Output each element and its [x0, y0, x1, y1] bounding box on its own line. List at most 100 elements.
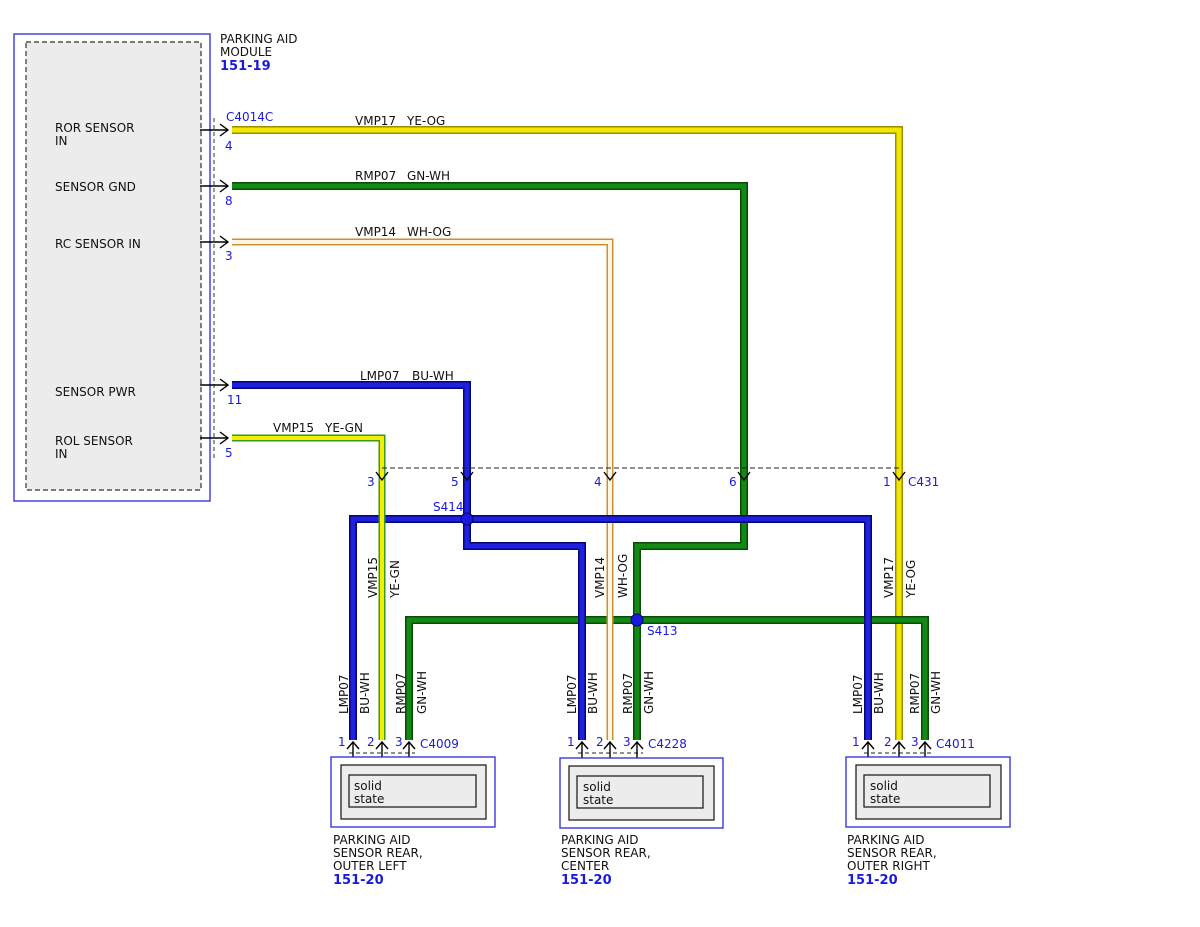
- wire-lmp07-circuit-right: LMP07: [851, 674, 865, 714]
- pin-label-ror-sensor-line2: IN: [55, 134, 68, 148]
- c431-arrows: [375, 471, 906, 482]
- wire-lmp07-fill: [232, 382, 585, 740]
- c4009-name: C4009: [420, 737, 459, 751]
- wire-vmp17-circuit-vertical: VMP17: [882, 557, 896, 598]
- splice-s414-label: S414: [433, 500, 464, 514]
- wire-rmp07-color-right: GN-WH: [929, 671, 943, 714]
- wire-lmp07-branch-fill: [350, 516, 871, 740]
- pin-label-sensor-gnd: SENSOR GND: [55, 180, 136, 194]
- wire-rmp07-color: GN-WH: [407, 169, 450, 183]
- wire-vmp15-circuit: VMP15: [273, 421, 314, 435]
- c4011-pin-2: 2: [884, 735, 892, 749]
- sensor-right-body-line2: state: [870, 792, 900, 806]
- c4011-pin-3: 3: [911, 735, 919, 749]
- c431-pin-1: 1: [883, 475, 891, 489]
- sensor-center-body-line1: solid: [583, 780, 611, 794]
- wire-vmp15-fill: [232, 436, 384, 740]
- module-pin-3: 3: [225, 249, 233, 263]
- wire-rmp07-branch-edge: [405, 616, 929, 740]
- c4228-pin-3: 3: [623, 735, 631, 749]
- wire-vmp14-circuit: VMP14: [355, 225, 396, 239]
- sensor-outer-right: 1 2 3 C4011 solid state PARKING AID SENS…: [845, 735, 1011, 888]
- sensor-right-body-line1: solid: [870, 779, 898, 793]
- wire-vmp15-circuit-vertical: VMP15: [366, 557, 380, 598]
- wire-vmp15-color-vertical: YE-GN: [388, 560, 402, 599]
- module-pin-arrows: [200, 123, 230, 445]
- wire-rmp07-color-left: GN-WH: [415, 671, 429, 714]
- sensor-left-solid-state: [348, 774, 477, 808]
- module-body: [25, 41, 202, 491]
- wire-vmp14-edge: [232, 238, 614, 740]
- wire-lmp07-circuit: LMP07: [360, 369, 400, 383]
- wire-rmp07-branch-fill: [406, 617, 928, 740]
- sensor-right-solid-state: [863, 774, 991, 808]
- c4228-pin-2: 2: [596, 735, 604, 749]
- pin-label-rc-sensor-in: RC SENSOR IN: [55, 237, 141, 251]
- inline-connector-c431: 3 5 4 6 1 C431: [367, 467, 939, 489]
- module-pin-11: 11: [227, 393, 242, 407]
- sensor-center-name-line3: CENTER: [561, 859, 609, 873]
- sensor-left-code: 151-20: [333, 873, 384, 888]
- wire-vmp17-color-vertical: YE-OG: [904, 560, 918, 599]
- wire-lmp07-color-left: BU-WH: [358, 672, 372, 714]
- c4228-pin-1: 1: [567, 735, 575, 749]
- wire-vmp14-color-vertical: WH-OG: [616, 554, 630, 598]
- wire-lmp07: LMP07 BU-WH LMP07 BU-WH LMP07 BU-WH LMP0…: [232, 369, 886, 740]
- sensor-left-name-line3: OUTER LEFT: [333, 859, 407, 873]
- sensor-center-body-line2: state: [583, 793, 613, 807]
- sensor-center-solid-state: [576, 775, 704, 809]
- c4009-pin-1: 1: [338, 735, 346, 749]
- pin-label-rol-sensor-line2: IN: [55, 447, 68, 461]
- c431-name: C431: [908, 475, 939, 489]
- wire-rmp07-circuit-left: RMP07: [394, 673, 408, 714]
- wire-rmp07-circuit: RMP07: [355, 169, 396, 183]
- wire-vmp14-color: WH-OG: [407, 225, 451, 239]
- sensor-left-name-line2: SENSOR REAR,: [333, 846, 423, 860]
- wire-rmp07-color-center: GN-WH: [642, 671, 656, 714]
- splice-s414-dot: [460, 512, 474, 526]
- wire-rmp07-fill: [232, 183, 747, 740]
- wire-vmp17: VMP17 YE-OG VMP17 YE-OG: [232, 114, 918, 740]
- parking-aid-module: PARKING AID MODULE 151-19 ROR SENSOR IN …: [13, 32, 298, 502]
- wire-rmp07-circuit-center: RMP07: [621, 673, 635, 714]
- module-title-line1: PARKING AID: [220, 32, 298, 46]
- splice-s413-dot: [630, 613, 644, 627]
- sensor-left-body-line1: solid: [354, 779, 382, 793]
- c431-pin-5: 5: [451, 475, 459, 489]
- wire-lmp07-circuit-left: LMP07: [337, 674, 351, 714]
- c431-pin-3: 3: [367, 475, 375, 489]
- module-title-line2: MODULE: [220, 45, 272, 59]
- wire-vmp14-circuit-vertical: VMP14: [593, 557, 607, 598]
- c4009-pin-3: 3: [395, 735, 403, 749]
- c4011-name: C4011: [936, 737, 975, 751]
- wire-vmp14-fill: [232, 240, 612, 740]
- wire-vmp17-fill: [232, 127, 902, 740]
- sensor-center-name-line1: PARKING AID: [561, 833, 639, 847]
- pin-label-ror-sensor-line1: ROR SENSOR: [55, 121, 135, 135]
- wire-lmp07-color-center: BU-WH: [586, 672, 600, 714]
- sensor-right-code: 151-20: [847, 873, 898, 888]
- module-code: 151-19: [220, 59, 271, 74]
- splice-s413-label: S413: [647, 624, 678, 638]
- sensor-center-name-line2: SENSOR REAR,: [561, 846, 651, 860]
- pin-label-sensor-pwr: SENSOR PWR: [55, 385, 136, 399]
- wire-rmp07: RMP07 GN-WH RMP07 GN-WH RMP07 GN-WH RMP0…: [232, 169, 943, 740]
- pin-label-rol-sensor-line1: ROL SENSOR: [55, 434, 133, 448]
- c4011-pin-1: 1: [852, 735, 860, 749]
- module-connector-name: C4014C: [226, 110, 273, 124]
- sensor-right-name-line1: PARKING AID: [847, 833, 925, 847]
- c4009-pin-2: 2: [367, 735, 375, 749]
- wire-vmp15-color: YE-GN: [324, 421, 363, 435]
- sensor-center-code: 151-20: [561, 873, 612, 888]
- wire-vmp14: VMP14 WH-OG VMP14 WH-OG: [232, 225, 630, 740]
- sensor-outer-left: 1 2 3 C4009 solid state PARKING AID SENS…: [330, 735, 496, 888]
- sensor-center: 1 2 3 C4228 solid state PARKING AID SENS…: [559, 735, 724, 888]
- wire-lmp07-color: BU-WH: [412, 369, 454, 383]
- c431-pin-6: 6: [729, 475, 737, 489]
- c431-pin-4: 4: [594, 475, 602, 489]
- sensor-right-name-line2: SENSOR REAR,: [847, 846, 937, 860]
- wire-vmp15: VMP15 YE-GN VMP15 YE-GN: [232, 421, 402, 740]
- c4228-name: C4228: [648, 737, 687, 751]
- wire-lmp07-color-right: BU-WH: [872, 672, 886, 714]
